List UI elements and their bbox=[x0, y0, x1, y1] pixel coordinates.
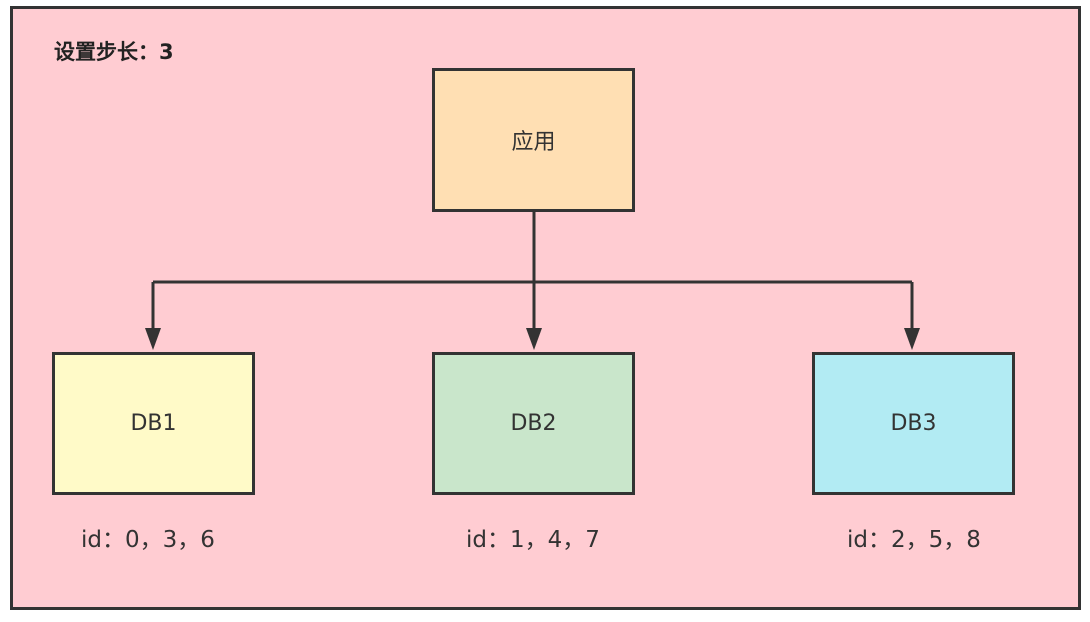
step-title: 设置步长：3 bbox=[54, 40, 174, 64]
db2-node: DB2 bbox=[432, 352, 635, 495]
db2-node-label: DB2 bbox=[510, 411, 557, 436]
db1-node: DB1 bbox=[52, 352, 255, 495]
db3-node: DB3 bbox=[812, 352, 1015, 495]
app-node: 应用 bbox=[432, 68, 635, 212]
db3-node-label: DB3 bbox=[890, 411, 937, 436]
db1-id-list: id：0，3，6 bbox=[81, 527, 215, 553]
app-node-label: 应用 bbox=[511, 130, 556, 155]
db3-id-list: id：2，5，8 bbox=[847, 527, 981, 553]
db2-id-list: id：1，4，7 bbox=[466, 527, 600, 553]
db1-node-label: DB1 bbox=[130, 411, 177, 436]
